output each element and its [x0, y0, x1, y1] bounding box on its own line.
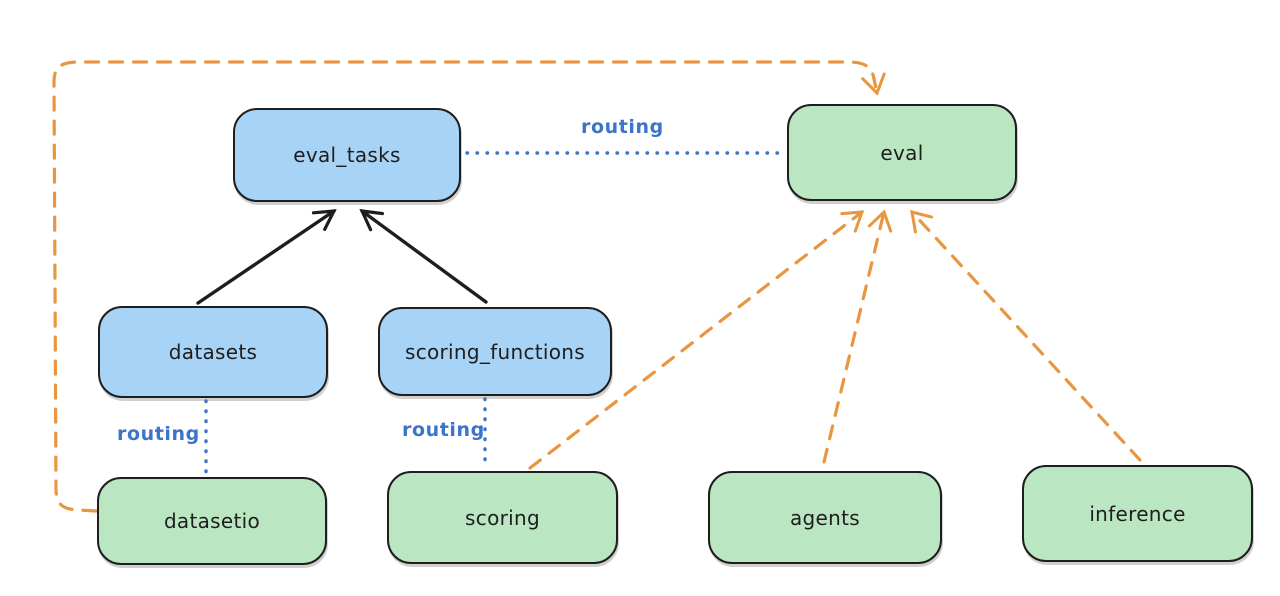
node-agents-label: agents — [790, 505, 860, 530]
node-scoring: scoring — [387, 471, 618, 564]
node-eval-label: eval — [880, 140, 924, 165]
node-eval-tasks: eval_tasks — [233, 108, 461, 202]
node-scoring-functions-label: scoring_functions — [404, 339, 586, 364]
edge-label-routing-eval-tasks-eval: routing — [581, 116, 664, 138]
edge-datasetio-to-eval-dashed-loop — [52, 60, 886, 513]
edge-label-routing-datasets-datasetio: routing — [117, 423, 200, 445]
node-agents: agents — [708, 471, 942, 564]
node-eval-tasks-label: eval_tasks — [293, 143, 401, 167]
edge-agents-to-eval-dashed — [822, 209, 893, 464]
edge-label-routing-scoring-functions-scoring: routing — [402, 419, 485, 441]
node-scoring-functions: scoring_functions — [378, 307, 612, 396]
node-eval: eval — [787, 104, 1017, 201]
node-datasets-label: datasets — [168, 340, 258, 364]
node-scoring-label: scoring — [465, 505, 540, 530]
node-datasetio-label: datasetio — [163, 509, 261, 533]
node-datasetio: datasetio — [97, 477, 327, 565]
edge-scoring-functions-to-eval-tasks — [359, 209, 488, 304]
node-inference: inference — [1022, 465, 1253, 562]
node-inference-label: inference — [1089, 501, 1186, 526]
edge-inference-to-eval-dashed — [910, 209, 1142, 462]
node-datasets: datasets — [98, 306, 328, 398]
edge-scoring-to-eval-dashed — [528, 210, 865, 470]
edge-datasets-to-eval-tasks — [196, 209, 337, 305]
